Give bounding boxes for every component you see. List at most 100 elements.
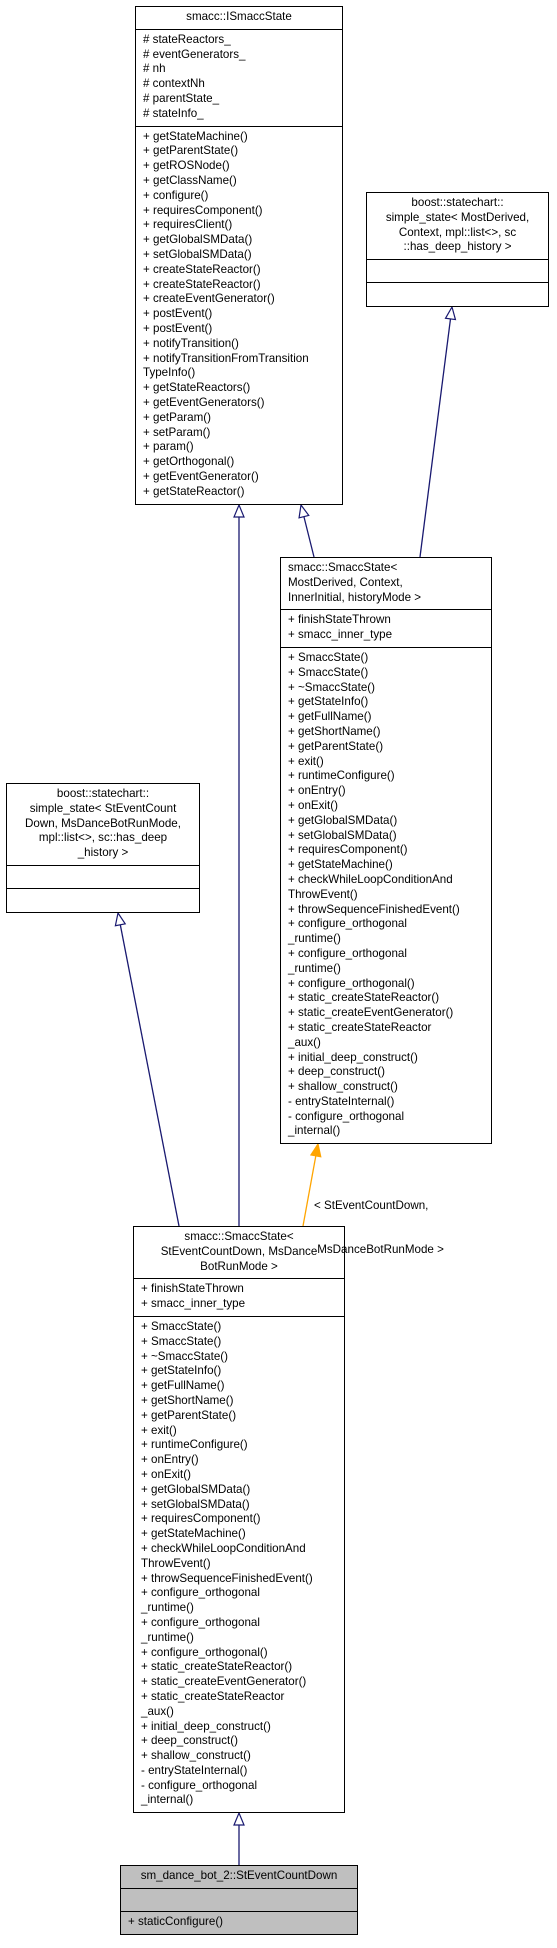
class-title-line: Down, MsDanceBotRunMode, <box>25 816 181 830</box>
method-line: _aux() <box>141 1704 174 1718</box>
method-line: + shallow_construct() <box>141 1749 251 1763</box>
method-line: + createStateReactor() <box>143 277 261 291</box>
attribute-line: # stateInfo_ <box>143 106 204 120</box>
attribute-line: # stateReactors_ <box>143 32 231 46</box>
method-line: + getClassName() <box>143 173 237 187</box>
class-title-line: BotRunMode > <box>200 1259 278 1273</box>
edge-template-binding-arrowhead <box>309 1142 322 1158</box>
edge-template-to-ismacc-arrowhead <box>298 503 310 519</box>
method-line: + static_createStateReactor <box>141 1689 285 1703</box>
class-title-line: StEventCountDown, MsDance <box>160 1244 318 1258</box>
class-smaccstate-template[interactable]: smacc::SmaccState< MostDerived, Context,… <box>280 557 492 1145</box>
method-line: - configure_orthogonal <box>288 1109 405 1123</box>
edge-specific-to-boost-line <box>119 924 180 1227</box>
method-line: + initial_deep_construct() <box>288 1050 418 1064</box>
edge-template-to-boost-line <box>419 318 452 558</box>
class-title: sm_dance_bot_2::StEventCountDown <box>121 1866 357 1889</box>
method-line: _runtime() <box>288 961 341 975</box>
method-line: + getStateInfo() <box>288 695 369 709</box>
class-title-line: smacc::SmaccState< <box>184 1230 294 1243</box>
method-line: + onExit() <box>288 798 338 812</box>
edge-specific-to-ismacc-arrowhead <box>233 503 245 518</box>
class-title-line: simple_state< MostDerived, <box>385 210 530 224</box>
method-line: + static_createStateReactor <box>288 1020 432 1034</box>
class-title-line: Context, mpl::list<>, sc <box>398 225 517 239</box>
method-line: + SmaccState() <box>288 665 369 679</box>
attribute-line: # contextNh <box>143 77 205 91</box>
method-line: + configure_orthogonal <box>141 1586 260 1600</box>
method-line: + configure_orthogonal() <box>141 1645 268 1659</box>
method-line: + SmaccState() <box>288 650 369 664</box>
methods-section: + SmaccState()+ SmaccState()+ ~SmaccStat… <box>281 648 491 1143</box>
method-line: + ~SmaccState() <box>288 680 375 694</box>
method-line: + getFullName() <box>141 1379 225 1393</box>
attributes-section: # stateReactors_# eventGenerators_# nh# … <box>136 30 342 127</box>
method-line: + static_createStateReactor() <box>288 991 440 1005</box>
method-line: - entryStateInternal() <box>288 1094 395 1108</box>
method-line: + onExit() <box>141 1467 191 1481</box>
method-line: + getStateMachine() <box>143 129 248 143</box>
method-line: + ~SmaccState() <box>141 1349 228 1363</box>
class-boost-simple-state-generic[interactable]: boost::statechart::simple_state< MostDer… <box>366 192 549 308</box>
method-line: - entryStateInternal() <box>141 1763 248 1777</box>
method-line: _runtime() <box>288 932 341 946</box>
class-title-line: smacc::SmaccState< <box>288 561 398 574</box>
methods-section: + staticConfigure() <box>121 1911 357 1934</box>
method-line: + notifyTransitionFromTransition <box>143 351 309 365</box>
method-line: + deep_construct() <box>288 1065 385 1079</box>
method-line: - configure_orthogonal <box>141 1778 258 1792</box>
method-line: + configure_orthogonal <box>141 1615 260 1629</box>
method-line: + getParentState() <box>288 739 384 753</box>
method-line: + setGlobalSMData() <box>141 1497 250 1511</box>
attribute-line: # eventGenerators_ <box>143 47 246 61</box>
method-line: + setGlobalSMData() <box>288 828 397 842</box>
method-line: + throwSequenceFinishedEvent() <box>288 902 460 916</box>
edge-template-to-ismacc-line <box>303 516 315 558</box>
method-line: + requiresComponent() <box>288 843 408 857</box>
method-line: + createStateReactor() <box>143 262 261 276</box>
method-line: + getFullName() <box>288 710 372 724</box>
attribute-line: + finishStateThrown <box>141 1282 244 1296</box>
class-title-line: boost::statechart:: <box>411 196 504 209</box>
method-line: + configure() <box>143 188 209 202</box>
method-line: + getOrthogonal() <box>143 455 235 469</box>
method-line: _internal() <box>141 1793 194 1807</box>
method-line: + setParam() <box>143 425 211 439</box>
method-line: + runtimeConfigure() <box>141 1438 248 1452</box>
class-smaccstate-steventcountdown[interactable]: smacc::SmaccState< StEventCountDown, MsD… <box>133 1226 345 1814</box>
method-line: + getROSNode() <box>143 159 230 173</box>
method-line: + getParam() <box>143 410 211 424</box>
method-line: + getGlobalSMData() <box>141 1482 251 1496</box>
class-ismaccstate[interactable]: smacc::ISmaccState # stateReactors_# eve… <box>135 6 343 505</box>
edge-template-to-boost-arrowhead <box>444 305 457 321</box>
method-line: + staticConfigure() <box>128 1914 224 1928</box>
method-line: + deep_construct() <box>141 1734 238 1748</box>
attributes-section <box>367 260 548 284</box>
method-line: + postEvent() <box>143 321 213 335</box>
method-line: + onEntry() <box>141 1453 199 1467</box>
class-steventcountdown[interactable]: sm_dance_bot_2::StEventCountDown + stati… <box>120 1865 358 1935</box>
class-title: boost::statechart::simple_state< MostDer… <box>367 193 548 261</box>
class-boost-simple-state-specific[interactable]: boost::statechart::simple_state< StEvent… <box>6 783 200 913</box>
methods-section: + getStateMachine()+ getParentState()+ g… <box>136 127 342 504</box>
class-title: smacc::SmaccState< MostDerived, Context,… <box>281 558 491 611</box>
class-title-line: ::has_deep_history > <box>403 240 512 254</box>
method-line: + getParentState() <box>141 1408 237 1422</box>
edge-template-binding-line <box>302 1155 317 1227</box>
method-line: + configure_orthogonal <box>288 946 407 960</box>
method-line: + createEventGenerator() <box>143 292 275 306</box>
template-binding-label: < StEventCountDown, MsDanceBotRunMode > <box>314 1170 444 1272</box>
methods-section <box>367 283 548 306</box>
class-title: smacc::ISmaccState <box>136 7 342 30</box>
class-title: smacc::SmaccState< StEventCountDown, MsD… <box>134 1227 344 1280</box>
attribute-line: + smacc_inner_type <box>288 628 393 642</box>
method-line: + getStateReactor() <box>143 484 245 498</box>
method-line: + exit() <box>288 754 324 768</box>
method-line: TypeInfo() <box>143 366 196 380</box>
method-line: + getEventGenerators() <box>143 395 265 409</box>
method-line: + runtimeConfigure() <box>288 769 395 783</box>
edge-specific-to-boost-arrowhead <box>114 911 127 927</box>
template-binding-label-line: < StEventCountDown, <box>314 1199 429 1213</box>
attributes-section: + finishStateThrown+ smacc_inner_type <box>281 610 491 648</box>
attributes-section <box>7 866 199 889</box>
